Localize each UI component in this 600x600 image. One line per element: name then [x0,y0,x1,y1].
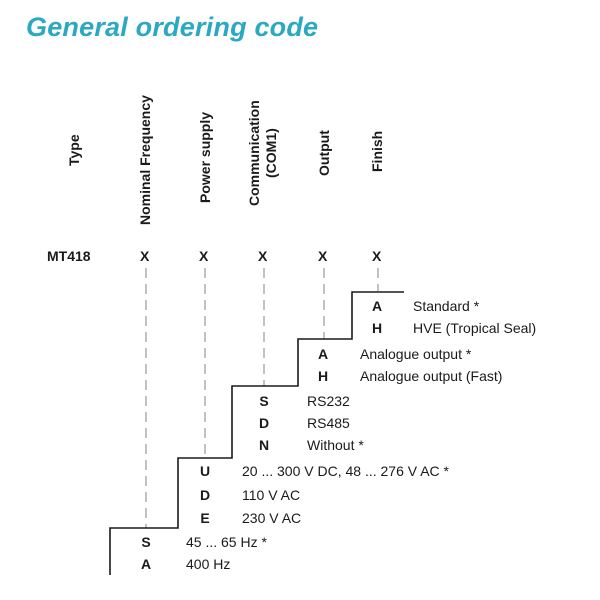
code-power-supply: X [199,248,209,264]
finish-option-label: Standard * [413,298,480,314]
dashed-guides [145,268,379,528]
power-supply-option-code: D [199,487,211,503]
communication-option-label: Without * [307,437,364,453]
nominal-frequency-option-code: S [141,534,151,550]
code-output: X [318,248,328,264]
finish-option-code: H [371,320,383,336]
power-supply-option-label: 110 V AC [242,487,301,503]
output-option-code: A [317,346,329,362]
nominal-frequency-option-label: 45 ... 65 Hz * [186,534,267,550]
nominal-frequency-option-label: 400 Hz [186,556,231,572]
code-type: MT418 [47,248,91,264]
finish-option-label: HVE (Tropical Seal) [413,320,537,336]
power-supply-option-code: E [200,510,210,526]
communication-option-code: S [259,393,269,409]
code-nominal-frequency: X [140,248,150,264]
communication-option-code: D [258,415,270,431]
nominal-frequency-option-code: A [140,556,152,572]
page-title: General ordering code [26,12,319,42]
output-option-label: Analogue output * [360,346,472,362]
power-supply-option-label: 20 ... 300 V DC, 48 ... 276 V AC * [242,463,450,479]
output-option-code: H [317,368,329,384]
communication-option-label: RS232 [307,393,350,409]
code-communication: X [258,248,268,264]
communication-option-label: RS485 [307,415,350,431]
power-supply-option-label: 230 V AC [242,510,302,526]
staircase-line [109,291,404,575]
finish-option-code: A [371,298,383,314]
code-finish: X [372,248,382,264]
communication-option-code: N [258,437,270,453]
output-option-label: Analogue output (Fast) [360,368,503,384]
power-supply-option-code: U [199,463,211,479]
